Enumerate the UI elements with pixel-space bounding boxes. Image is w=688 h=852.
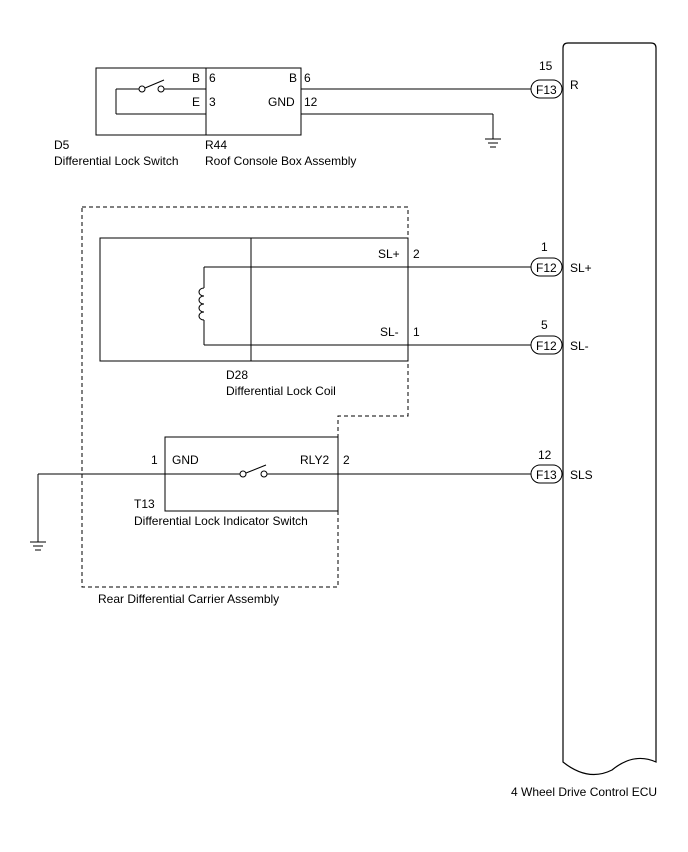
- ecu-pin-5-num: 5: [541, 318, 548, 332]
- ecu-connector-f13-sls: [530, 464, 563, 484]
- ecu-pin-15-num: 15: [539, 59, 553, 73]
- ecu-pin-1-num: 1: [541, 240, 548, 254]
- d28-pin-slp-label: SL+: [378, 247, 400, 261]
- d28-code: D28: [226, 368, 248, 382]
- ecu-pin-12-terminal: SLS: [570, 468, 593, 482]
- ecu-pin-5-terminal: SL-: [570, 339, 589, 353]
- t13-pin-gnd-label: GND: [172, 453, 199, 467]
- t13-pin-rly-label: RLY2: [300, 453, 329, 467]
- d28-pin-slm-label: SL-: [380, 325, 399, 339]
- d5-switch-icon: [115, 79, 206, 115]
- d28-right-box: [250, 237, 409, 362]
- r44-pin-b-label: B: [289, 71, 297, 85]
- ground-icon: [485, 114, 501, 148]
- d5-name: Differential Lock Switch: [54, 154, 179, 168]
- d28-name: Differential Lock Coil: [226, 384, 336, 398]
- r44-code: R44: [205, 138, 227, 152]
- ground-icon: [30, 474, 46, 551]
- ecu-outline: [562, 42, 657, 776]
- ecu-pin-12-connector: F13: [536, 468, 557, 482]
- r44-name: Roof Console Box Assembly: [205, 154, 356, 168]
- ecu-pin-15-connector: F13: [536, 83, 557, 97]
- t13-switch-icon: [38, 464, 531, 478]
- r44-box: [205, 67, 302, 136]
- t13-pin-rly-num: 2: [343, 453, 350, 467]
- carrier-outline: [81, 206, 409, 588]
- r44-pin-gnd-label: GND: [268, 95, 295, 109]
- t13-pin-gnd-num: 1: [151, 453, 158, 467]
- t13-name: Differential Lock Indicator Switch: [134, 514, 308, 528]
- d28-left-box: [99, 237, 252, 362]
- d28-pin-slm-num: 1: [413, 325, 420, 339]
- ecu-connector-f13-r: [530, 79, 563, 99]
- ecu-label: 4 Wheel Drive Control ECU: [511, 785, 657, 799]
- r44-pin-gnd-num: 12: [304, 95, 318, 109]
- ecu-pin-1-terminal: SL+: [570, 261, 592, 275]
- t13-code: T13: [134, 497, 155, 511]
- d5-pin-e-label: E: [192, 95, 200, 109]
- carrier-name: Rear Differential Carrier Assembly: [98, 592, 279, 606]
- d5-pin-b-label: B: [192, 71, 200, 85]
- ecu-connector-f12-slp: [530, 257, 563, 277]
- ecu-pin-1-connector: F12: [536, 261, 557, 275]
- d5-code: D5: [54, 138, 70, 152]
- d5-box: [95, 67, 207, 136]
- d5-pin-e-num: 3: [209, 95, 216, 109]
- ecu-pin-15-terminal: R: [570, 78, 579, 92]
- ecu-pin-5-connector: F12: [536, 339, 557, 353]
- ecu-pin-12-num: 12: [538, 448, 552, 462]
- d28-pin-slp-num: 2: [413, 247, 420, 261]
- d5-pin-b-num: 6: [209, 71, 216, 85]
- coil-icon: [198, 266, 408, 346]
- r44-pin-b-num: 6: [304, 71, 311, 85]
- ecu-connector-f12-slm: [530, 335, 563, 355]
